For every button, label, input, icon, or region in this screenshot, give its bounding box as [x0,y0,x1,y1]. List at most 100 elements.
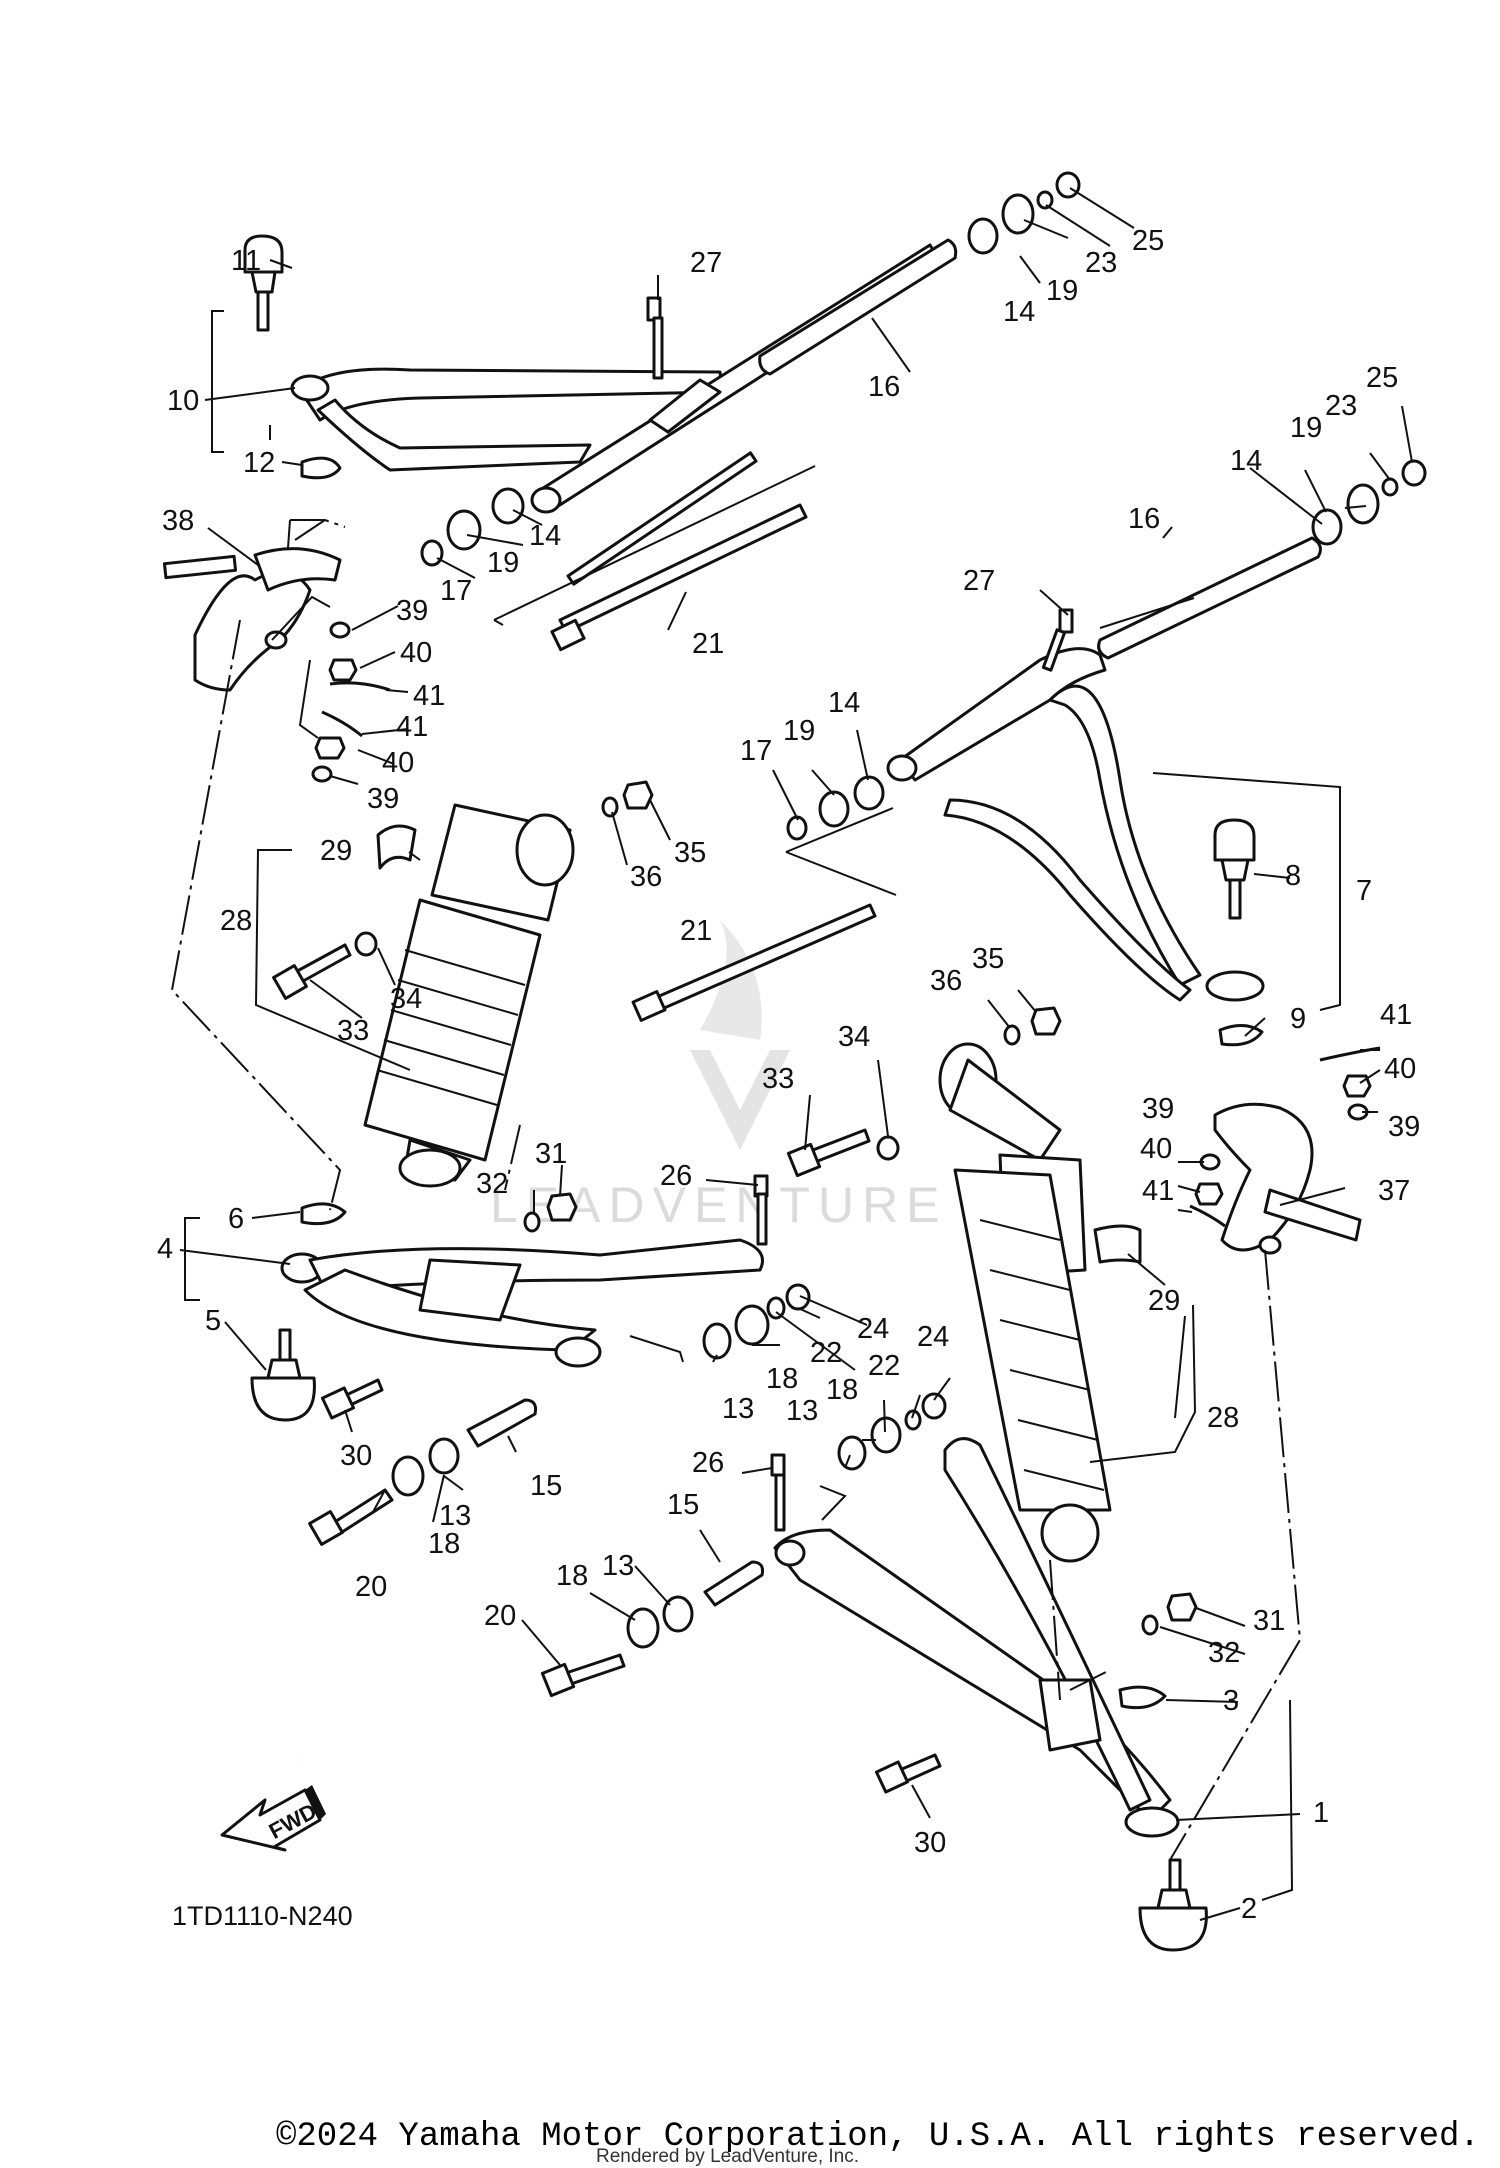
callout-25-b[interactable]: 25 [1366,362,1398,394]
fwd-arrow-icon: FWD [220,1785,326,1852]
bushings-lower-left [391,1283,811,1497]
copyright-notice: ©2024 Yamaha Motor Corporation, U.S.A. A… [276,2118,1480,2156]
callout-4[interactable]: 4 [157,1233,173,1265]
shock-absorber-right [938,1042,1112,1563]
callout-39-a[interactable]: 39 [396,595,428,627]
callout-23-a[interactable]: 23 [1085,247,1117,279]
callout-19-c[interactable]: 19 [1290,412,1322,444]
callout-21-a[interactable]: 21 [692,628,724,660]
callout-20-a[interactable]: 20 [355,1571,387,1603]
callout-35-b[interactable]: 35 [972,943,1004,975]
callout-40-a[interactable]: 40 [400,637,432,669]
callout-39-d[interactable]: 39 [1142,1093,1174,1125]
callout-28-b[interactable]: 28 [1207,1402,1239,1434]
callout-1[interactable]: 1 [1313,1797,1329,1829]
bushings-upper-left [420,487,525,567]
callout-14-a[interactable]: 14 [1003,296,1035,328]
callout-36-a[interactable]: 36 [630,861,662,893]
callout-32-a[interactable]: 32 [476,1168,508,1200]
callout-19-a[interactable]: 19 [1046,275,1078,307]
callout-16-b[interactable]: 16 [1128,503,1160,535]
lower-arm-left [280,1238,764,1368]
callout-14-c[interactable]: 14 [1230,445,1262,477]
callout-26-b[interactable]: 26 [692,1447,724,1479]
callout-17-b[interactable]: 17 [740,735,772,767]
bolt-21-right [631,903,877,1022]
circlip-3 [1118,1685,1167,1710]
callout-19-d[interactable]: 19 [783,715,815,747]
callout-14-d[interactable]: 14 [828,687,860,719]
callout-37[interactable]: 37 [1378,1175,1410,1207]
callout-18-d[interactable]: 18 [556,1560,588,1592]
callout-33-b[interactable]: 33 [762,1063,794,1095]
callout-21-b[interactable]: 21 [680,915,712,947]
callout-13-b[interactable]: 13 [439,1500,471,1532]
ball-joint-upper-right [1213,818,1256,920]
callout-41-d[interactable]: 41 [1142,1175,1174,1207]
callout-16-a[interactable]: 16 [868,371,900,403]
callout-32-b[interactable]: 32 [1208,1637,1240,1669]
callout-18-c[interactable]: 18 [826,1374,858,1406]
callout-41-b[interactable]: 41 [396,711,428,743]
callout-24-b[interactable]: 24 [917,1321,949,1353]
callout-31-b[interactable]: 31 [1253,1605,1285,1637]
callout-22-a[interactable]: 22 [810,1337,842,1369]
callout-25-a[interactable]: 25 [1132,225,1164,257]
callout-2[interactable]: 2 [1241,1893,1257,1925]
callout-13-c[interactable]: 13 [786,1395,818,1427]
callout-23-b[interactable]: 23 [1325,390,1357,422]
callout-35-a[interactable]: 35 [674,837,706,869]
callout-15-b[interactable]: 15 [667,1489,699,1521]
callout-29-a[interactable]: 29 [320,835,352,867]
callout-6[interactable]: 6 [228,1203,244,1235]
callout-28-a[interactable]: 28 [220,905,252,937]
washer-nut-31-32-right [1141,1592,1198,1636]
callout-18-a[interactable]: 18 [428,1528,460,1560]
callout-26-a[interactable]: 26 [660,1160,692,1192]
callout-40-c[interactable]: 40 [1384,1053,1416,1085]
callout-41-c[interactable]: 41 [1380,999,1412,1031]
callout-41-a[interactable]: 41 [413,680,445,712]
bolt-20-left [308,1488,394,1546]
bushings-upper-right [786,775,885,841]
callout-27-b[interactable]: 27 [963,565,995,597]
callout-40-d[interactable]: 40 [1140,1133,1172,1165]
ball-joint-lower-left [250,1328,316,1422]
callout-7[interactable]: 7 [1356,875,1372,907]
callout-17-a[interactable]: 17 [440,575,472,607]
callout-30-b[interactable]: 30 [914,1827,946,1859]
callout-39-b[interactable]: 39 [367,783,399,815]
callout-9[interactable]: 9 [1290,1003,1306,1035]
callout-39-c[interactable]: 39 [1388,1111,1420,1143]
callout-27-a[interactable]: 27 [690,247,722,279]
callout-15-a[interactable]: 15 [530,1470,562,1502]
callout-29-b[interactable]: 29 [1148,1285,1180,1317]
callout-36-b[interactable]: 36 [930,965,962,997]
callout-30-a[interactable]: 30 [340,1440,372,1472]
bolt-21-upper-left [550,451,808,652]
callout-34-b[interactable]: 34 [838,1021,870,1053]
callout-40-b[interactable]: 40 [382,747,414,779]
callout-3[interactable]: 3 [1223,1685,1239,1717]
callout-12[interactable]: 12 [243,447,275,479]
callout-leaders [179,187,1413,1921]
callout-11[interactable]: 11 [231,245,261,277]
callout-24-a[interactable]: 24 [857,1313,889,1345]
callout-13-d[interactable]: 13 [602,1550,634,1582]
callout-31-a[interactable]: 31 [535,1138,567,1170]
callout-14-b[interactable]: 14 [529,520,561,552]
callout-22-b[interactable]: 22 [868,1350,900,1382]
callout-38[interactable]: 38 [162,505,194,537]
callout-5[interactable]: 5 [205,1305,221,1337]
callout-20-b[interactable]: 20 [484,1600,516,1632]
callout-10[interactable]: 10 [167,385,199,417]
callout-33-a[interactable]: 33 [337,1015,369,1047]
callout-18-b[interactable]: 18 [766,1363,798,1395]
bolt-33-right [786,1128,900,1178]
knuckle-right [1213,1102,1362,1255]
callout-13-a[interactable]: 13 [722,1393,754,1425]
callout-19-b[interactable]: 19 [487,547,519,579]
callout-34-a[interactable]: 34 [390,983,422,1015]
callout-8[interactable]: 8 [1285,860,1301,892]
watermark: LEADVENTURE [490,920,940,1233]
